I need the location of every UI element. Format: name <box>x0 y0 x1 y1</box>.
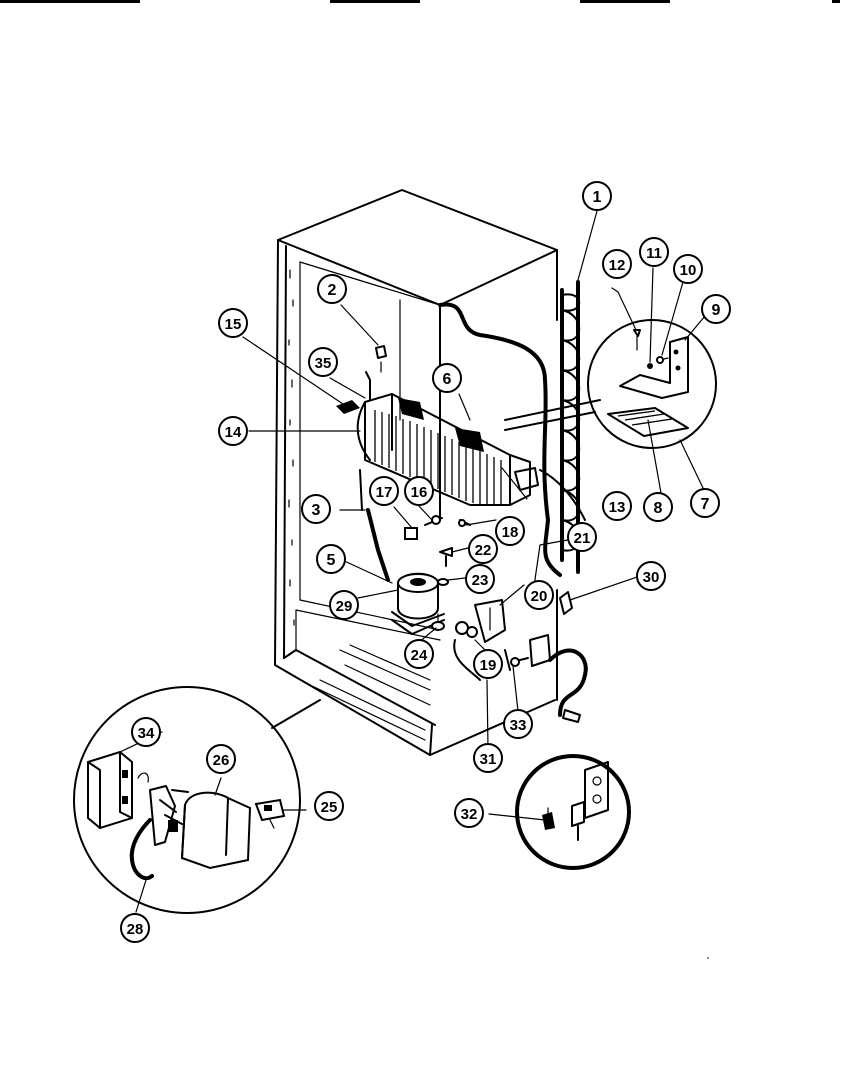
callout-29: 29 <box>329 590 359 620</box>
callout-31: 31 <box>473 743 503 773</box>
callout-17: 17 <box>369 476 399 506</box>
svg-text:19: 19 <box>480 657 497 674</box>
svg-text:25: 25 <box>321 799 338 816</box>
svg-text:29: 29 <box>336 598 353 615</box>
callout-6: 6 <box>432 363 462 393</box>
svg-text:33: 33 <box>510 717 527 734</box>
callout-7: 7 <box>690 488 720 518</box>
callout-18: 18 <box>495 516 525 546</box>
callout-16: 16 <box>404 476 434 506</box>
svg-text:20: 20 <box>531 588 548 605</box>
callout-2: 2 <box>317 274 347 304</box>
callout-21: 21 <box>567 522 597 552</box>
part-3-tube-upper <box>359 469 363 511</box>
svg-text:16: 16 <box>411 484 428 501</box>
callout-1: 1 <box>582 181 612 211</box>
svg-text:24: 24 <box>411 647 428 664</box>
stray-dot <box>707 957 709 959</box>
callout-24: 24 <box>404 639 434 669</box>
svg-text:22: 22 <box>475 542 492 559</box>
svg-text:18: 18 <box>502 524 519 541</box>
outlet-detail-circle <box>515 754 631 870</box>
part-30-fitting <box>559 591 573 615</box>
svg-text:23: 23 <box>472 572 489 589</box>
small-fasteners <box>404 515 471 586</box>
compressor <box>391 572 445 635</box>
svg-text:6: 6 <box>443 371 452 388</box>
svg-text:26: 26 <box>213 752 230 769</box>
callout-19: 19 <box>473 649 503 679</box>
svg-text:13: 13 <box>609 499 626 516</box>
svg-text:14: 14 <box>225 424 242 441</box>
callout-8: 8 <box>643 492 673 522</box>
leader-lines <box>119 210 706 913</box>
callout-32: 32 <box>454 798 484 828</box>
part-3-tube <box>366 508 390 582</box>
callout-5: 5 <box>316 544 346 574</box>
svg-text:35: 35 <box>315 355 332 372</box>
svg-text:32: 32 <box>461 806 478 823</box>
power-plug <box>562 709 581 723</box>
svg-text:15: 15 <box>225 316 242 333</box>
svg-text:10: 10 <box>680 262 697 279</box>
callout-15: 15 <box>218 308 248 338</box>
svg-text:28: 28 <box>127 921 144 938</box>
callout-25: 25 <box>314 791 344 821</box>
header-fragments <box>0 0 840 3</box>
callout-14: 14 <box>218 416 248 446</box>
callout-35: 35 <box>308 347 338 377</box>
callout-9: 9 <box>701 294 731 324</box>
callout-12: 12 <box>602 249 632 279</box>
svg-text:12: 12 <box>609 257 626 274</box>
svg-text:7: 7 <box>701 496 710 513</box>
svg-text:21: 21 <box>574 530 591 547</box>
callout-28: 28 <box>120 913 150 943</box>
part-24-grommet <box>431 613 445 631</box>
callout-30: 30 <box>636 561 666 591</box>
callout-23: 23 <box>465 564 495 594</box>
tubing <box>438 302 601 577</box>
svg-text:17: 17 <box>376 484 393 501</box>
svg-text:5: 5 <box>327 552 336 569</box>
svg-text:8: 8 <box>654 500 663 517</box>
callout-34: 34 <box>131 717 161 747</box>
callout-20: 20 <box>524 580 554 610</box>
svg-text:34: 34 <box>138 725 155 742</box>
callout-22: 22 <box>468 534 498 564</box>
part-15-pad <box>336 400 360 414</box>
callout-11: 11 <box>639 237 669 267</box>
power-cord <box>548 648 588 717</box>
callout-10: 10 <box>673 254 703 284</box>
callout-13: 13 <box>602 491 632 521</box>
callout-3: 3 <box>301 494 331 524</box>
svg-text:9: 9 <box>712 302 721 319</box>
svg-text:31: 31 <box>480 751 497 768</box>
svg-text:11: 11 <box>646 245 662 262</box>
callout-26: 26 <box>206 744 236 774</box>
relay-detail-circle <box>73 686 321 914</box>
svg-text:2: 2 <box>328 282 337 299</box>
callout-33: 33 <box>503 709 533 739</box>
svg-text:30: 30 <box>643 569 660 586</box>
svg-text:3: 3 <box>312 502 321 519</box>
bracket-detail-circle <box>587 319 717 449</box>
electrical-parts <box>453 599 551 681</box>
svg-text:1: 1 <box>593 189 602 206</box>
evaporator-block <box>356 371 539 506</box>
part-2-clip <box>375 345 387 373</box>
